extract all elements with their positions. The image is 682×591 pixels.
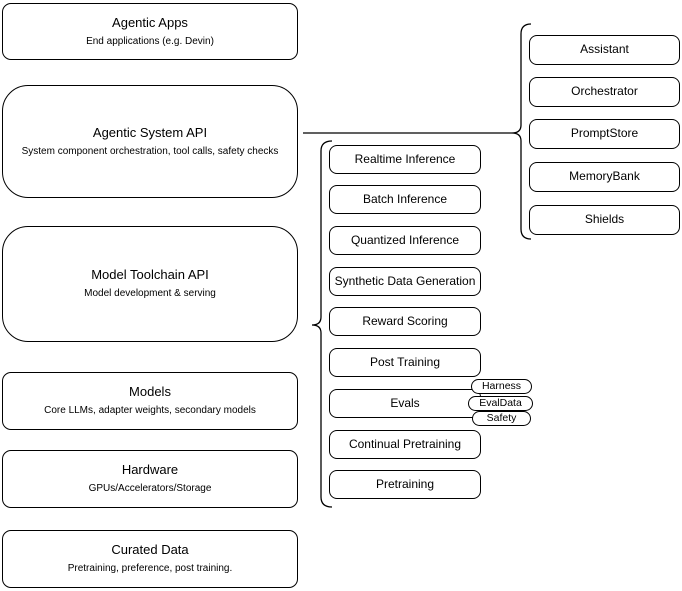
node-model-toolchain-api: Model Toolchain API Model development & … xyxy=(2,226,298,342)
node-synthetic-data-generation: Synthetic Data Generation xyxy=(329,267,481,296)
tag-label: Safety xyxy=(486,412,517,425)
node-hardware: Hardware GPUs/Accelerators/Storage xyxy=(2,450,298,508)
node-quantized-inference: Quantized Inference xyxy=(329,226,481,255)
node-label: Assistant xyxy=(580,42,629,57)
node-orchestrator: Orchestrator xyxy=(529,77,680,107)
node-shields: Shields xyxy=(529,205,680,235)
node-label: PromptStore xyxy=(570,126,639,141)
node-subtitle: End applications (e.g. Devin) xyxy=(86,35,214,47)
node-title: Models xyxy=(129,384,171,400)
node-subtitle: Pretraining, preference, post training. xyxy=(67,563,233,575)
node-label: Reward Scoring xyxy=(362,313,448,328)
tag-label: Harness xyxy=(481,380,522,393)
node-evals: Evals xyxy=(329,389,481,418)
node-assistant: Assistant xyxy=(529,35,680,65)
node-batch-inference: Batch Inference xyxy=(329,185,481,214)
node-label: Realtime Inference xyxy=(354,151,456,166)
node-memorybank: MemoryBank xyxy=(529,162,680,192)
node-subtitle: Core LLMs, adapter weights, secondary mo… xyxy=(44,405,256,417)
tag-label: EvalData xyxy=(479,397,522,410)
node-post-training: Post Training xyxy=(329,348,481,377)
node-label: Quantized Inference xyxy=(350,232,460,247)
node-label: Pretraining xyxy=(375,476,435,491)
node-pretraining: Pretraining xyxy=(329,470,481,499)
node-continual-pretraining: Continual Pretraining xyxy=(329,430,481,459)
node-agentic-apps: Agentic Apps End applications (e.g. Devi… xyxy=(2,3,298,60)
node-label: Shields xyxy=(584,212,625,227)
node-title: Agentic System API xyxy=(92,124,208,140)
node-curated-data: Curated Data Pretraining, preference, po… xyxy=(2,530,298,588)
node-label: Synthetic Data Generation xyxy=(334,273,476,288)
node-title: Hardware xyxy=(121,462,179,478)
evals-tag-evaldata: EvalData xyxy=(468,396,533,411)
node-label: Orchestrator xyxy=(571,84,638,99)
node-label: MemoryBank xyxy=(569,169,640,184)
node-label: Post Training xyxy=(369,354,441,369)
evals-tag-safety: Safety xyxy=(472,411,531,426)
node-subtitle: System component orchestration, tool cal… xyxy=(21,145,279,157)
node-models: Models Core LLMs, adapter weights, secon… xyxy=(2,372,298,430)
node-agentic-system-api: Agentic System API System component orch… xyxy=(2,85,298,198)
node-subtitle: Model development & serving xyxy=(84,288,216,300)
node-title: Agentic Apps xyxy=(112,14,188,30)
node-title: Model Toolchain API xyxy=(91,267,209,283)
node-realtime-inference: Realtime Inference xyxy=(329,145,481,174)
node-title: Curated Data xyxy=(111,542,189,558)
node-label: Batch Inference xyxy=(362,191,448,206)
evals-tag-harness: Harness xyxy=(471,379,532,394)
node-label: Evals xyxy=(390,395,420,410)
node-label: Continual Pretraining xyxy=(348,436,462,451)
node-promptstore: PromptStore xyxy=(529,119,680,149)
node-reward-scoring: Reward Scoring xyxy=(329,307,481,336)
node-subtitle: GPUs/Accelerators/Storage xyxy=(88,483,212,495)
